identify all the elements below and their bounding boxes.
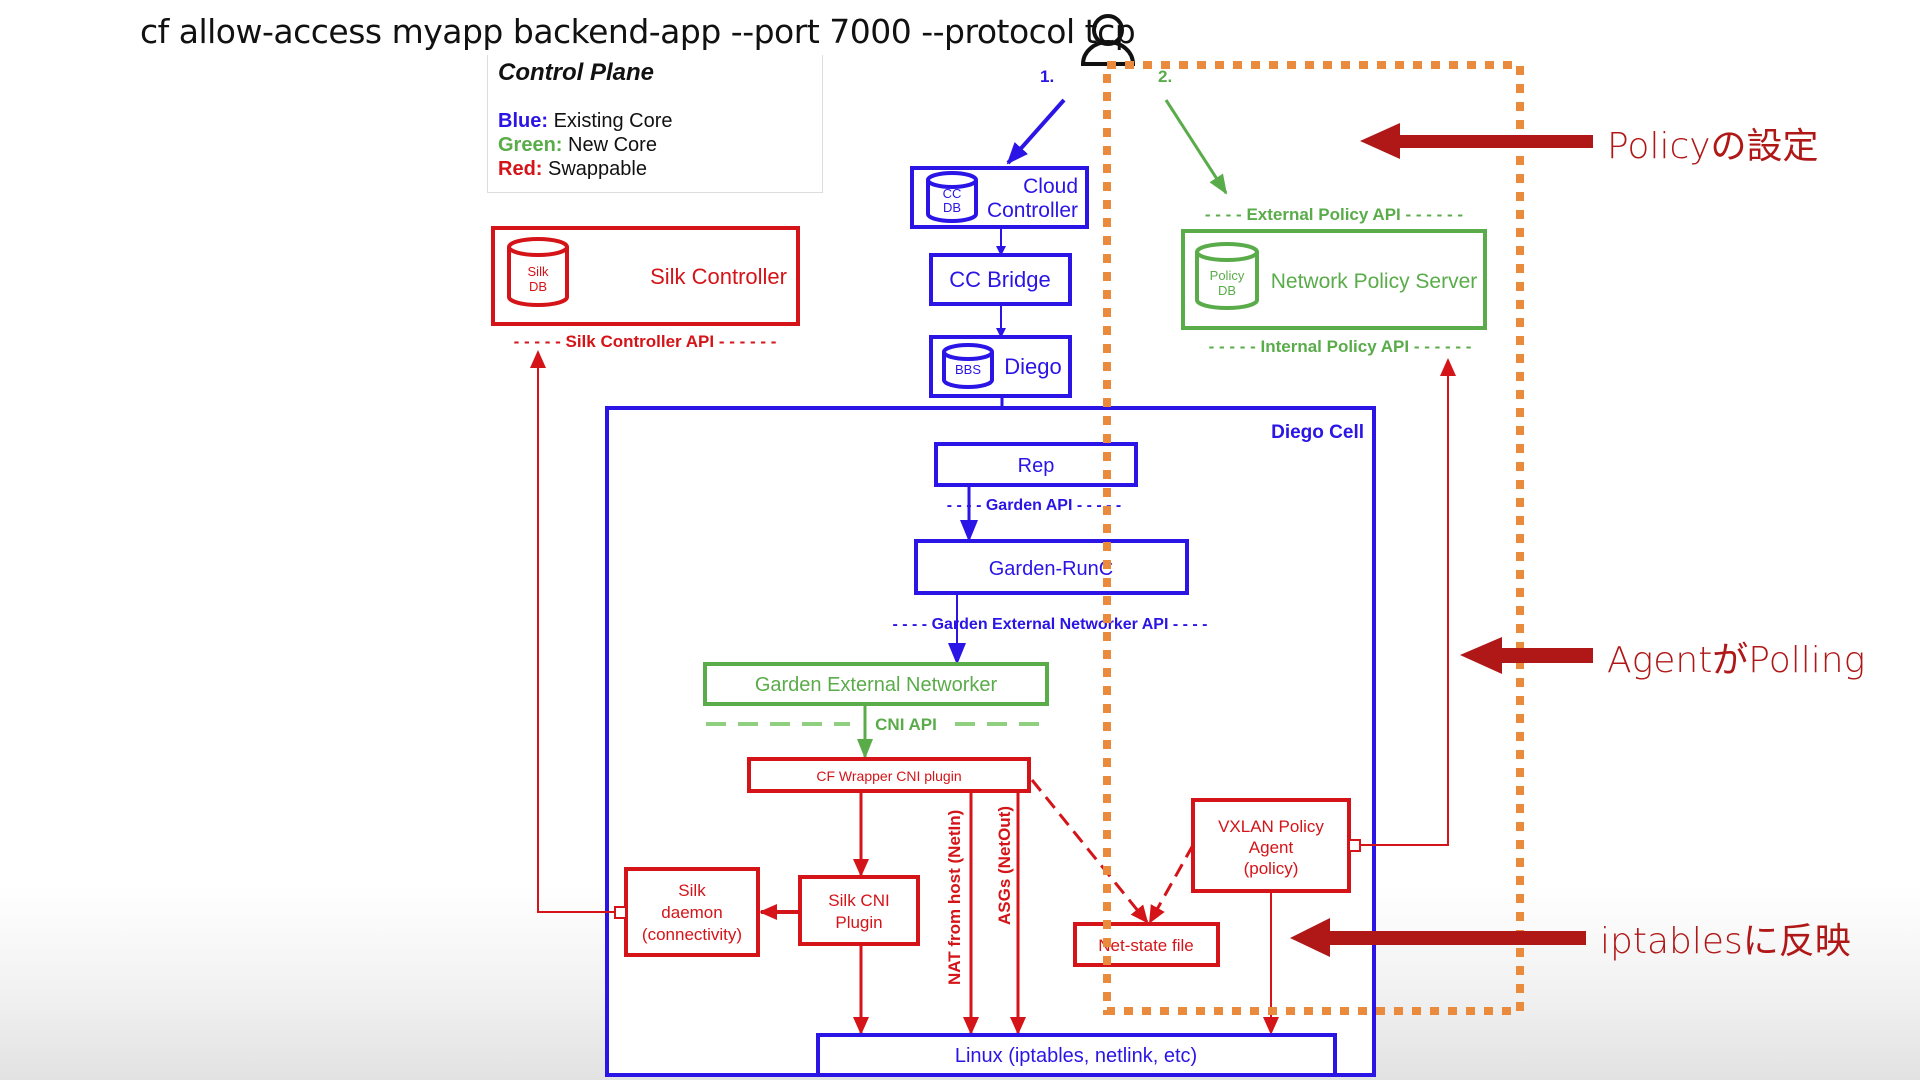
garden-external-networker-box: Garden External Networker xyxy=(703,662,1049,706)
legend-key: Red: xyxy=(498,158,543,180)
cf-wrapper-label: CF Wrapper CNI plugin xyxy=(816,768,961,784)
linux-label: Linux (iptables, netlink, etc) xyxy=(955,1045,1197,1067)
policy-db-label: Policy xyxy=(1210,268,1245,283)
policy-setting-annotation: Policyの設定 xyxy=(1607,126,1819,167)
database-icon xyxy=(942,352,994,389)
network-policy-server-box: Policy DB Network Policy Server xyxy=(1181,229,1487,330)
step-2-label: 2. xyxy=(1158,67,1172,86)
net-state-file-box: Net-state file xyxy=(1073,922,1220,967)
silk-cni-label: Silk CNI xyxy=(828,891,889,910)
step-1-label: 1. xyxy=(1040,67,1054,86)
bbs-label: BBS xyxy=(955,362,981,377)
silk-daemon-label: daemon xyxy=(661,903,722,922)
net-state-label: Net-state file xyxy=(1098,936,1193,955)
garden-api-label: - - - - Garden API - - - - - xyxy=(947,497,1122,514)
port-icon xyxy=(614,906,627,919)
vxlan-agent-label: (policy) xyxy=(1244,859,1299,878)
legend-title: Control Plane xyxy=(498,59,655,86)
database-icon xyxy=(507,247,569,307)
vxlan-agent-label: Agent xyxy=(1249,838,1294,857)
dashed-arrow xyxy=(1148,844,1195,924)
vxlan-policy-agent-box: VXLAN Policy Agent (policy) xyxy=(1191,798,1351,893)
external-policy-api-label: - - - - External Policy API - - - - - - xyxy=(1205,205,1463,224)
agent-polling-annotation: AgentがPolling xyxy=(1607,640,1866,681)
legend-value: Swappable xyxy=(548,158,647,180)
legend-item-blue: Blue: Existing Core xyxy=(498,109,812,133)
iptables-arrow xyxy=(1290,918,1586,957)
silk-daemon-label: Silk xyxy=(678,881,706,900)
silk-cni-label: Plugin xyxy=(835,913,882,932)
command-text: cf allow-access myapp backend-app --port… xyxy=(140,12,1136,51)
step-1-arrow xyxy=(1006,98,1066,165)
vxlan-agent-label: VXLAN Policy xyxy=(1218,817,1324,836)
cloud-controller-box: CC DB Cloud Controller xyxy=(910,166,1089,229)
asgs-label: ASGs (NetOut) xyxy=(995,806,1014,925)
diego-cell-label: Diego Cell xyxy=(1271,422,1364,443)
cloud-controller-label: Cloud xyxy=(1023,175,1078,198)
user-icon xyxy=(1080,14,1136,66)
iptables-annotation: iptablesに反映 xyxy=(1600,921,1851,962)
diego-label: Diego xyxy=(1004,354,1061,379)
database-icon xyxy=(1195,252,1259,310)
cc-db-label: CC xyxy=(943,186,962,201)
silk-polling-line xyxy=(530,350,615,913)
highlight-region xyxy=(1103,61,1524,1015)
garden-external-networker-label: Garden External Networker xyxy=(755,674,998,696)
silk-db-label: DB xyxy=(529,279,547,294)
silk-controller-box: Silk DB Silk Controller xyxy=(491,226,800,326)
step-2-arrow xyxy=(1164,99,1228,195)
agent-polling-line xyxy=(1360,358,1456,846)
legend-value: New Core xyxy=(568,134,657,156)
legend-box: Control Plane Blue: Existing Core Green:… xyxy=(487,55,823,193)
diego-cell-container xyxy=(605,406,1376,1077)
cc-db-label: DB xyxy=(943,200,961,215)
silk-cni-plugin-box: Silk CNI Plugin xyxy=(798,875,920,946)
cloud-controller-label: Controller xyxy=(987,199,1078,222)
silk-controller-label: Silk Controller xyxy=(650,264,787,289)
garden-external-networker-api-label: - - - - Garden External Networker API - … xyxy=(892,616,1207,633)
rep-label: Rep xyxy=(1018,455,1055,477)
nat-label: NAT from host (NetIn) xyxy=(945,810,964,985)
legend-key: Green: xyxy=(498,134,563,156)
policy-setting-arrow xyxy=(1360,123,1593,159)
cni-api-label: CNI API xyxy=(875,715,937,734)
legend-value: Existing Core xyxy=(553,110,673,132)
legend-item-red: Red: Swappable xyxy=(498,157,812,181)
port-icon xyxy=(1348,839,1361,852)
policy-db-label: DB xyxy=(1218,283,1236,298)
database-icon xyxy=(926,180,978,223)
linux-box: Linux (iptables, netlink, etc) xyxy=(816,1033,1337,1077)
internal-policy-api-label: - - - - - Internal Policy API - - - - - … xyxy=(1209,337,1472,356)
cc-bridge-label: CC Bridge xyxy=(949,267,1050,292)
rep-box: Rep xyxy=(934,442,1138,487)
network-policy-server-label: Network Policy Server xyxy=(1271,270,1478,293)
silk-controller-api-label: - - - - - Silk Controller API - - - - - … xyxy=(514,332,777,351)
dashed-arrow xyxy=(1030,779,1149,924)
silk-daemon-label: (connectivity) xyxy=(642,925,742,944)
legend-key: Blue: xyxy=(498,110,548,132)
cc-bridge-box: CC Bridge xyxy=(929,253,1072,306)
silk-daemon-box: Silk daemon (connectivity) xyxy=(624,867,760,957)
diego-box: BBS Diego xyxy=(929,335,1072,398)
legend-item-green: Green: New Core xyxy=(498,133,812,157)
silk-db-label: Silk xyxy=(528,264,549,279)
garden-runc-label: Garden-RunC xyxy=(989,558,1114,580)
cf-wrapper-cni-plugin-box: CF Wrapper CNI plugin xyxy=(747,757,1031,793)
agent-polling-arrow xyxy=(1460,637,1593,674)
garden-runc-box: Garden-RunC xyxy=(914,539,1189,595)
